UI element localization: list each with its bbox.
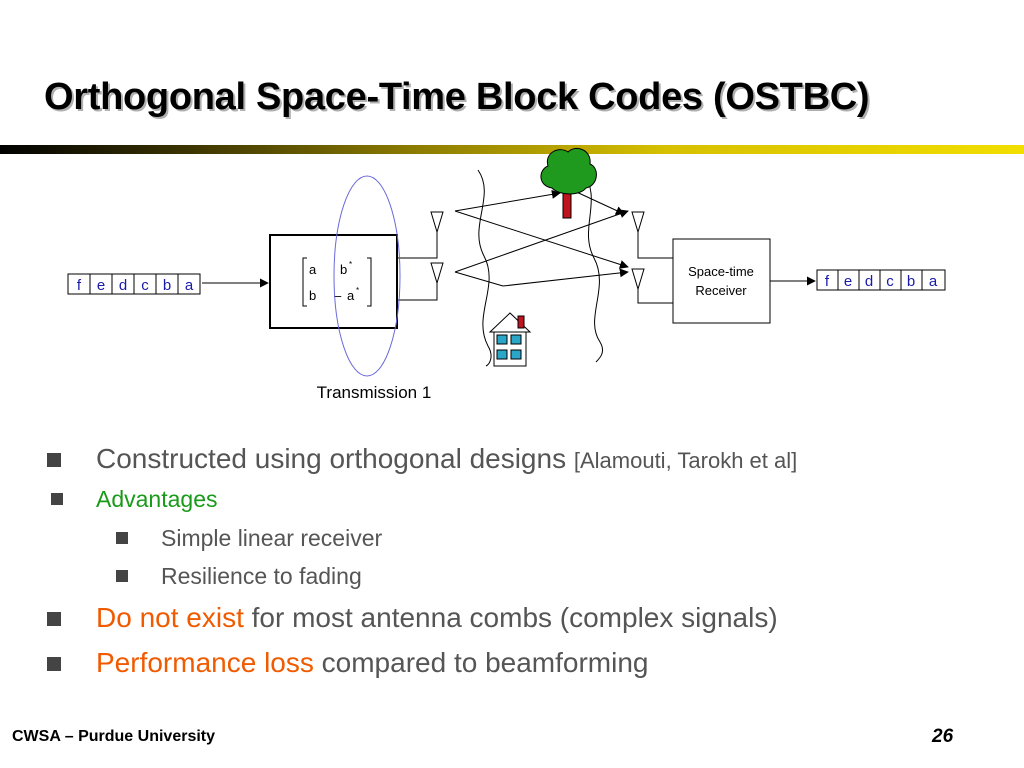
bullet-square-icon [116,532,128,544]
output-symbol: a [929,273,938,290]
tx-feed-1 [397,232,438,259]
sub-bullet-item: Resilience to fading [116,563,362,590]
matrix-cell: b [309,288,316,303]
rx-feed-1 [637,232,673,259]
output-symbol: c [886,273,894,290]
title-divider [0,145,1024,154]
transmission-ellipse [333,175,401,377]
bullet-square-icon [47,612,61,626]
output-symbol: d [865,273,873,290]
bullet-square-icon [51,493,63,505]
receiver-box [672,238,771,324]
matrix-cell: a [347,288,355,303]
matrix-right-bracket [367,257,372,307]
bullet-text: for most antenna combs (complex signals) [243,602,778,633]
bullet-item: Constructed using orthogonal designs [Al… [47,443,798,475]
bullet-item: Advantages [51,486,218,513]
slide-page-number: 26 [932,726,954,747]
house-icon [488,312,532,367]
tx-feed-2 [397,283,438,301]
bullet-text: Advantages [96,486,218,512]
bullet-square-icon [47,657,61,671]
matrix-sign: – [334,288,342,303]
code-matrix: a b * b – a * [309,260,359,303]
output-symbol: e [844,273,852,290]
channel-boundary-right [581,169,603,363]
conjugate-mark: * [356,286,359,295]
tree-icon [540,148,597,219]
matrix-cell: b [340,262,347,277]
input-symbol: e [97,277,105,294]
receiver-label-line2: Receiver [695,283,747,298]
input-symbol: a [185,277,194,294]
bullet-text: Constructed using orthogonal designs [96,443,574,474]
input-symbol: c [141,277,149,294]
receiver-label-line1: Space-time [688,264,754,279]
bullet-citation: [Alamouti, Tarokh et al] [573,448,798,473]
output-symbol: f [825,273,830,290]
slide-title: Orthogonal Space-Time Block Codes (OSTBC… [44,76,870,118]
channel-boundary-left [477,169,492,367]
bullet-item: Performance loss compared to beamforming [47,647,649,679]
bullet-text: Simple linear receiver [161,525,383,551]
bullet-square-icon [47,453,61,467]
input-symbol: d [119,277,127,294]
encoder-box [269,234,398,329]
rx-feed-2 [637,289,673,304]
bullet-item: Do not exist for most antenna combs (com… [47,602,778,634]
rx-antenna-1-icon [631,211,645,234]
rx-antenna-2-icon [631,268,645,291]
tx-antenna-1-icon [430,211,444,234]
bullet-highlight: Do not exist [96,602,244,633]
bullet-square-icon [116,570,128,582]
bullet-highlight: Performance loss [96,647,314,678]
bullet-text: Resilience to fading [161,563,362,589]
input-symbol: b [163,277,171,294]
input-symbol-row: f e d c b a [67,273,201,295]
footer-organization: CWSA – Purdue University [12,728,216,745]
output-symbol-row: f e d c b a [816,269,946,291]
sub-bullet-item: Simple linear receiver [116,525,383,552]
transmission-label: Transmission 1 [317,383,432,402]
tx-antenna-2-icon [430,262,444,285]
matrix-left-bracket [302,257,307,307]
matrix-cell: a [309,262,317,277]
conjugate-mark: * [349,260,352,269]
propagation-paths [454,188,629,287]
output-symbol: b [907,273,915,290]
bullet-text: compared to beamforming [313,647,649,678]
input-symbol: f [77,277,82,294]
